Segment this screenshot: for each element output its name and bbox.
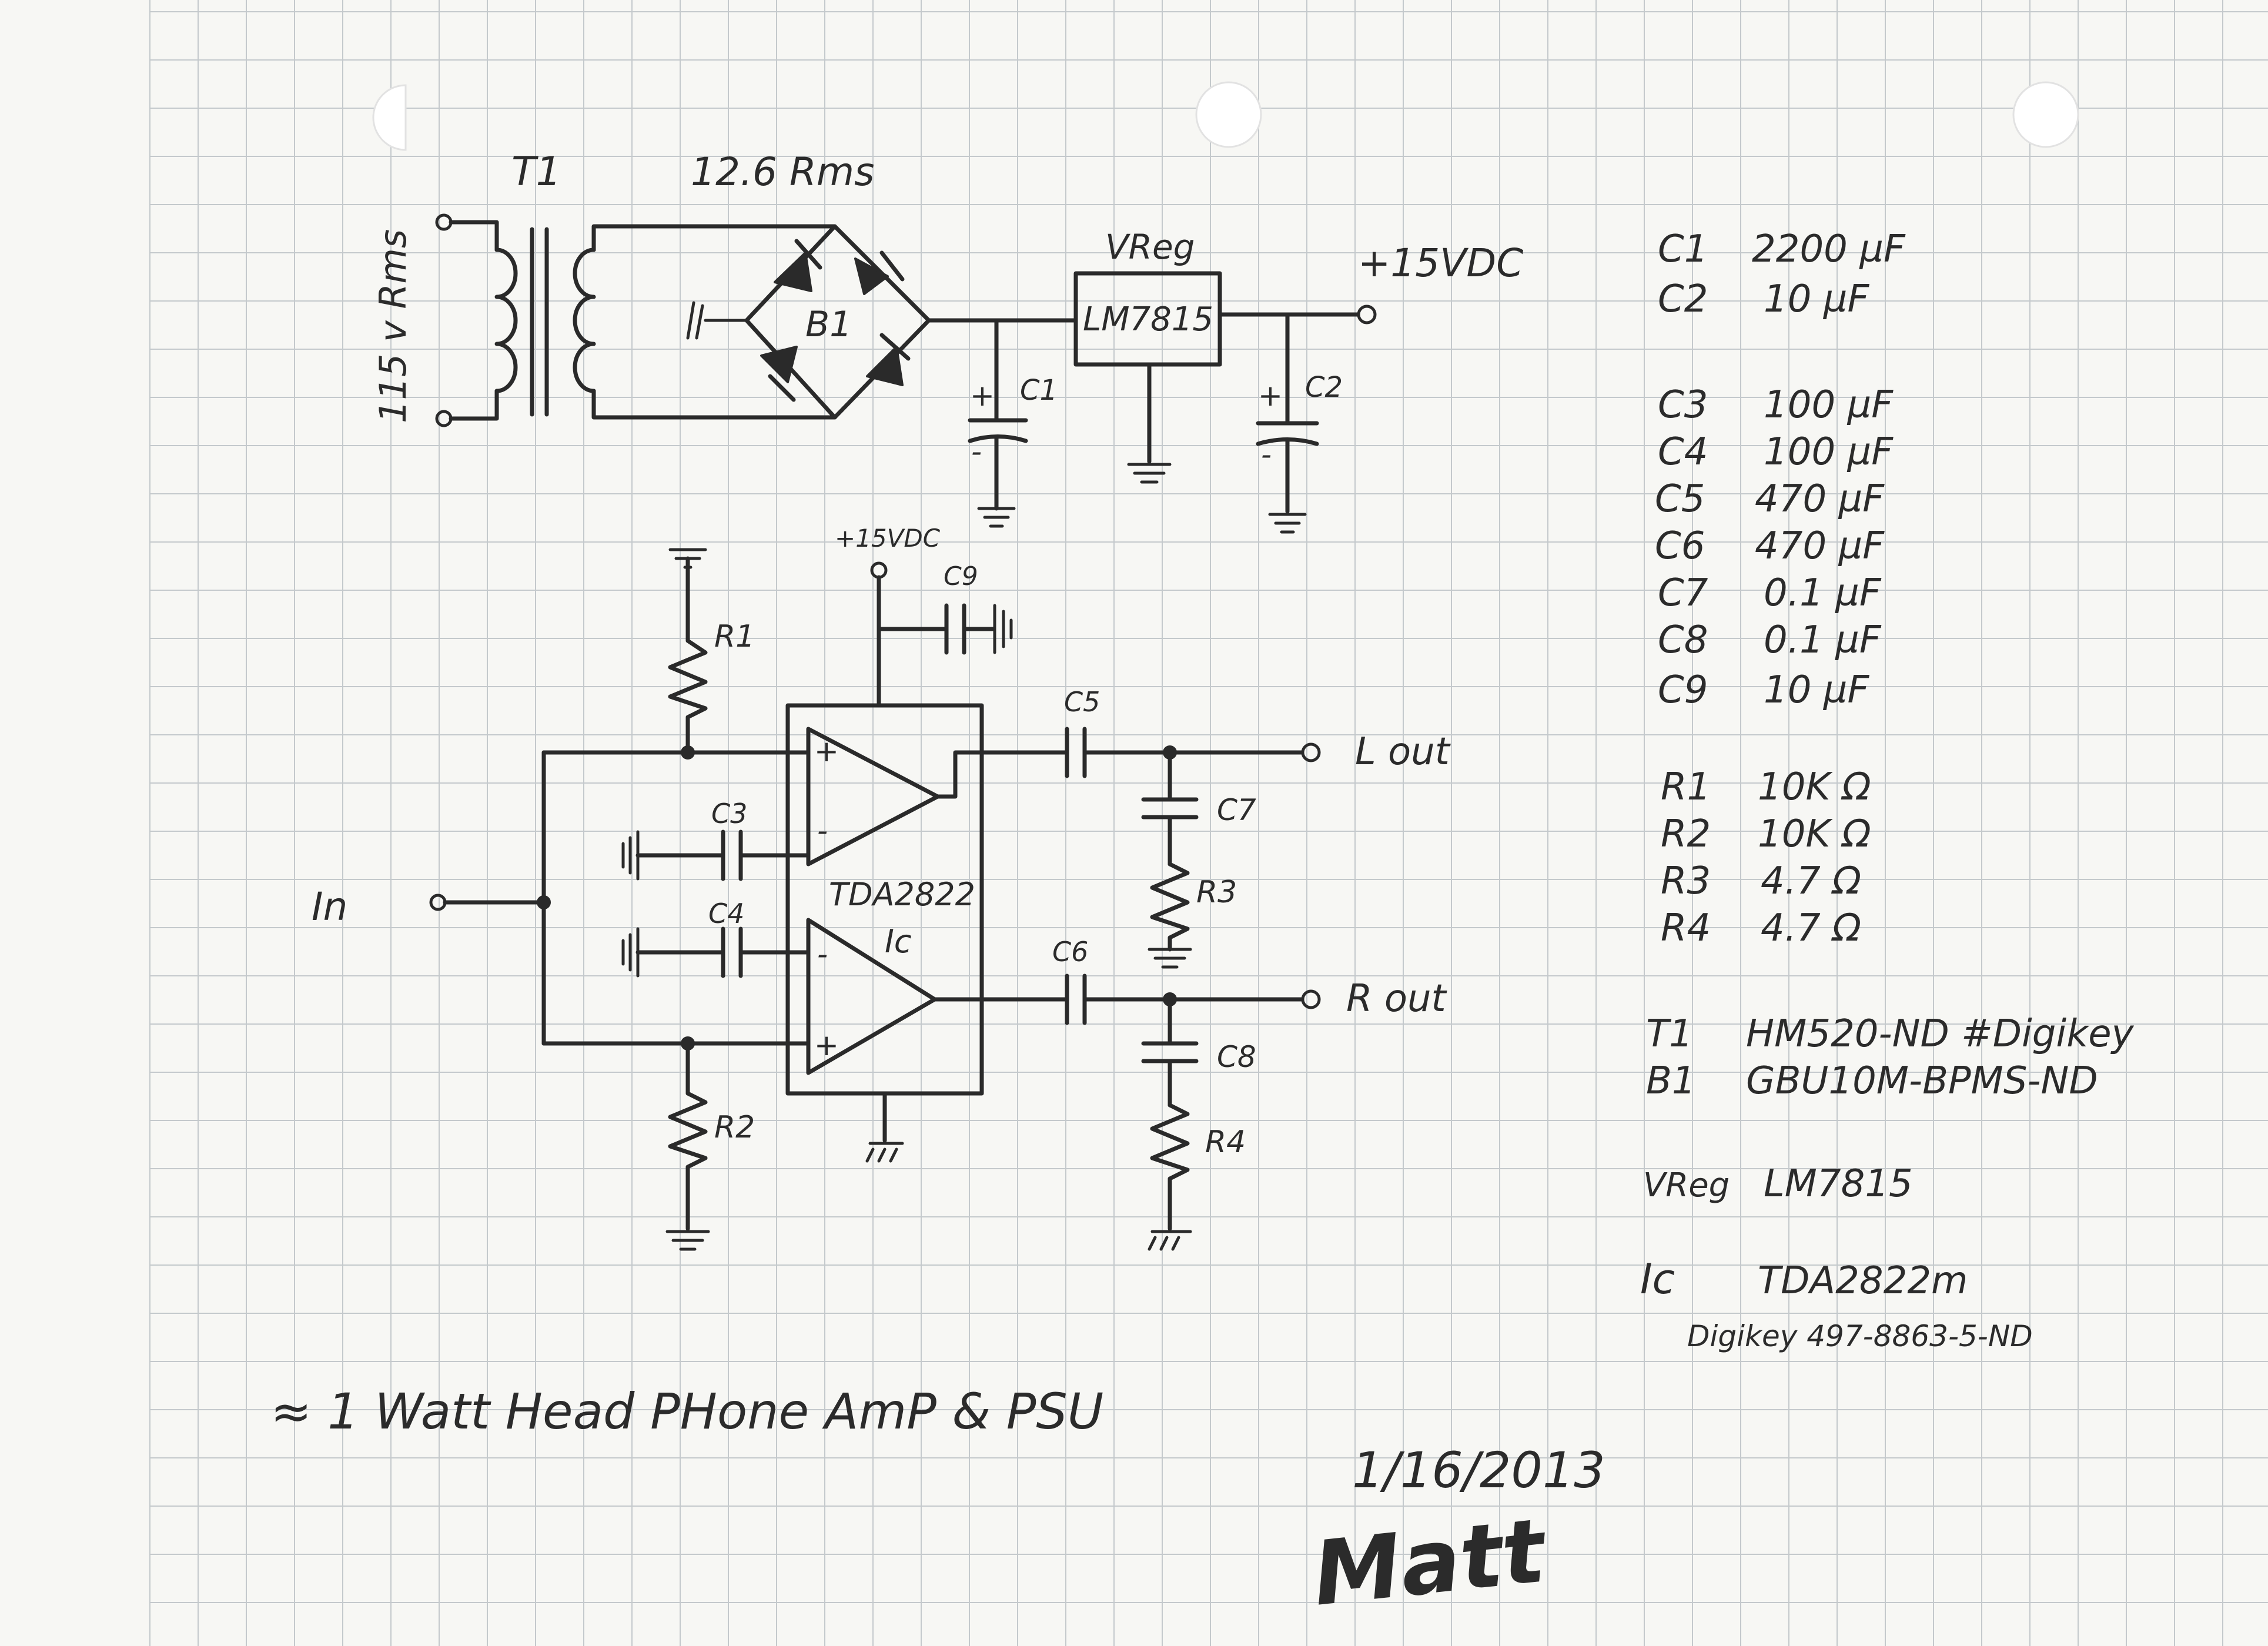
part-value: 4.7 Ω (1761, 906, 1861, 950)
label-minus-c2: - (1261, 437, 1272, 471)
capacitor-c4 (621, 926, 811, 978)
part-ref: C4 (1658, 430, 1708, 474)
part-value: 10K Ω (1758, 765, 1871, 809)
part-value: 470 µF (1755, 524, 1885, 568)
capacitor-c2 (1256, 312, 1319, 534)
part-value: 100 µF (1764, 430, 1894, 474)
label-plus-lower: + (814, 1028, 839, 1062)
part-ref: C3 (1658, 383, 1708, 427)
label-c1: C1 (1020, 374, 1058, 407)
part-value: 2200 µF (1752, 228, 1906, 271)
label-c6: C6 (1052, 936, 1088, 968)
part-value: 4.7 Ω (1761, 859, 1861, 903)
part-ref: R2 (1661, 812, 1711, 856)
part-value: 10 µF (1764, 668, 1870, 712)
label-in: In (312, 884, 347, 929)
label-secondary-voltage: 12.6 Rms (691, 149, 874, 195)
part-ref: C7 (1658, 571, 1708, 615)
other-parts-list: T1 HM520-ND #Digikey B1 GBU10M-BPMS-ND V… (1640, 1012, 2135, 1353)
label-r3: R3 (1196, 875, 1237, 910)
label-plus-15-amp: +15VDC (835, 524, 941, 553)
label-c7: C7 (1217, 793, 1256, 827)
part-value: GBU10M-BPMS-ND (1746, 1059, 2098, 1103)
binder-hole-center (1195, 81, 1262, 148)
part-ref: C1 (1658, 228, 1708, 271)
part-ref: R1 (1661, 765, 1711, 809)
capacitor-c1 (968, 318, 1028, 528)
label-r4: R4 (1205, 1125, 1246, 1160)
resistor-r1 (668, 548, 708, 755)
label-c4: C4 (708, 898, 744, 929)
label-plus-upper: + (814, 734, 839, 768)
capacitor-c3 (621, 829, 811, 881)
drawing-caption: ≈ 1 Watt Head PHone AmP & PSU (270, 1383, 1103, 1440)
part-ref: VReg (1643, 1166, 1730, 1205)
part-value: HM520-ND #Digikey (1746, 1012, 2135, 1056)
capacitor-list: C1 2200 µF C2 10 µF C3 100 µF C4 100 µF … (1655, 228, 1906, 712)
label-c5: C5 (1064, 686, 1100, 718)
part-ref: C6 (1655, 524, 1705, 568)
label-plus-c2: + (1258, 379, 1283, 413)
label-minus-upper: - (817, 814, 828, 848)
part-value: 100 µF (1764, 383, 1894, 427)
part-value: TDA2822m (1758, 1259, 1968, 1303)
part-ref: C8 (1658, 618, 1708, 662)
ic-distributor-note: Digikey 497-8863-5-ND (1687, 1319, 2033, 1353)
label-minus-lower: - (817, 937, 828, 971)
ic-tda2822-package (785, 561, 984, 1163)
part-value: 10 µF (1764, 277, 1870, 321)
part-value: 0.1 µF (1764, 618, 1882, 662)
label-primary-voltage: 115 v Rms (372, 229, 414, 423)
transformer-t1 (435, 213, 837, 427)
part-value: 0.1 µF (1764, 571, 1882, 615)
label-b1: B1 (805, 304, 852, 345)
label-vreg-part: LM7815 (1083, 300, 1213, 339)
label-ic-ref: Ic (885, 923, 912, 960)
part-ref: C5 (1655, 477, 1705, 521)
part-ref: B1 (1646, 1059, 1696, 1103)
label-l-out: L out (1355, 730, 1451, 774)
capacitor-c9 (938, 603, 1013, 655)
part-value: 470 µF (1755, 477, 1885, 521)
label-c2: C2 (1305, 371, 1343, 404)
part-value: 10K Ω (1758, 812, 1871, 856)
binder-hole-left (372, 84, 407, 151)
schematic-labels: T1 12.6 Rms 115 v Rms B1 VReg LM7815 +15… (312, 149, 1523, 1160)
bridge-rectifier-b1 (686, 224, 1078, 420)
label-out-15v: +15VDC (1358, 240, 1523, 286)
label-c8: C8 (1217, 1040, 1256, 1074)
label-vreg: VReg (1105, 227, 1195, 267)
label-c9: C9 (944, 561, 978, 591)
label-r2: R2 (714, 1110, 755, 1145)
label-r1: R1 (714, 619, 755, 654)
resistor-r2 (665, 1041, 710, 1251)
label-c3: C3 (711, 798, 747, 829)
binder-hole-right (2012, 81, 2079, 148)
drawing-date: 1/16/2013 (1352, 1441, 1605, 1499)
resistor-list: R1 10K Ω R2 10K Ω R3 4.7 Ω R4 4.7 Ω (1661, 765, 1871, 950)
label-plus-c1: + (970, 379, 995, 413)
label-t1: T1 (511, 149, 561, 195)
part-ref: R3 (1661, 859, 1711, 903)
right-output-network (979, 973, 1321, 1251)
part-value: LM7815 (1764, 1162, 1913, 1206)
label-ic-part: TDA2822 (829, 876, 975, 913)
parts-list: C1 2200 µF C2 10 µF C3 100 µF C4 100 µF … (1640, 228, 2135, 1353)
left-output-network (979, 727, 1321, 969)
part-ref: Ic (1640, 1255, 1675, 1303)
graph-paper-grid (149, 0, 2268, 1646)
label-r-out: R out (1346, 977, 1448, 1021)
part-ref: R4 (1661, 906, 1711, 950)
part-ref: C2 (1658, 277, 1708, 321)
part-ref: T1 (1646, 1012, 1693, 1056)
part-ref: C9 (1658, 668, 1708, 712)
label-minus-c1: - (971, 434, 982, 469)
signature: Matt (1309, 1500, 1553, 1626)
